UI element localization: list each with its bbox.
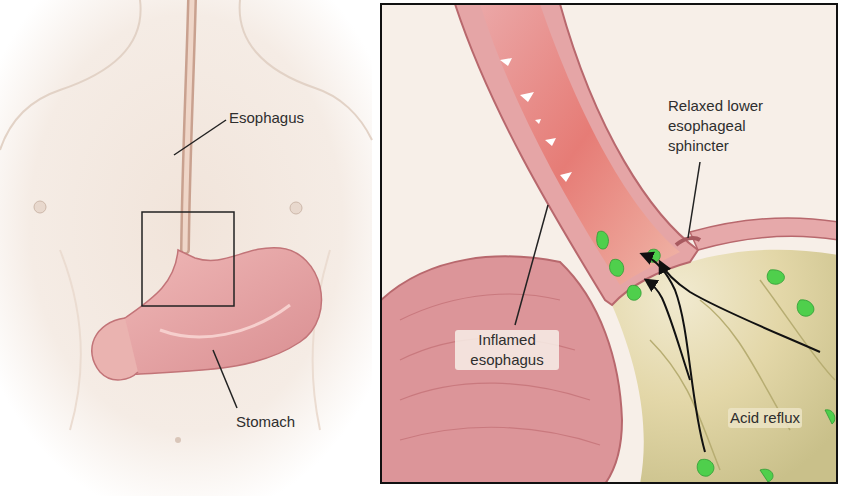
stomach-wall	[381, 256, 622, 483]
esophagus-lumen	[480, 4, 680, 285]
leader-line	[688, 162, 700, 238]
reflux-arrow	[660, 262, 820, 352]
part-label: Relaxed lower esophageal sphincter	[668, 96, 786, 156]
navel	[175, 437, 181, 443]
stomach-highlight	[160, 305, 290, 337]
muscle-fibre	[400, 294, 600, 445]
stomach-interior	[612, 250, 837, 483]
part-label: Stomach	[236, 412, 295, 432]
stomach-wall	[690, 218, 837, 250]
leader-line	[515, 205, 548, 325]
acid-blob	[597, 231, 835, 482]
part-label: Acid reflux	[728, 408, 802, 428]
shoulder-line	[0, 0, 141, 150]
reflux-arrow	[642, 254, 705, 452]
body-contour	[60, 250, 81, 430]
nipple	[290, 202, 302, 214]
stomach-shape	[106, 248, 322, 375]
esophagus-wall	[455, 4, 698, 305]
duodenum-shape	[92, 318, 138, 380]
leader-line	[213, 350, 237, 408]
part-label: Inflamed esophagus	[455, 330, 559, 370]
sphincter	[676, 238, 700, 245]
torso-panel	[0, 0, 372, 496]
panel-ground	[381, 4, 837, 483]
part-label: Esophagus	[229, 108, 304, 128]
leader-line	[174, 120, 226, 155]
nipple	[34, 201, 46, 213]
skin-ground	[0, 0, 372, 496]
reflux-arrow	[646, 280, 690, 380]
zoom-box	[142, 212, 234, 306]
closeup-panel	[381, 4, 837, 483]
erosion-spot	[500, 58, 572, 182]
panel-frame	[381, 4, 837, 483]
